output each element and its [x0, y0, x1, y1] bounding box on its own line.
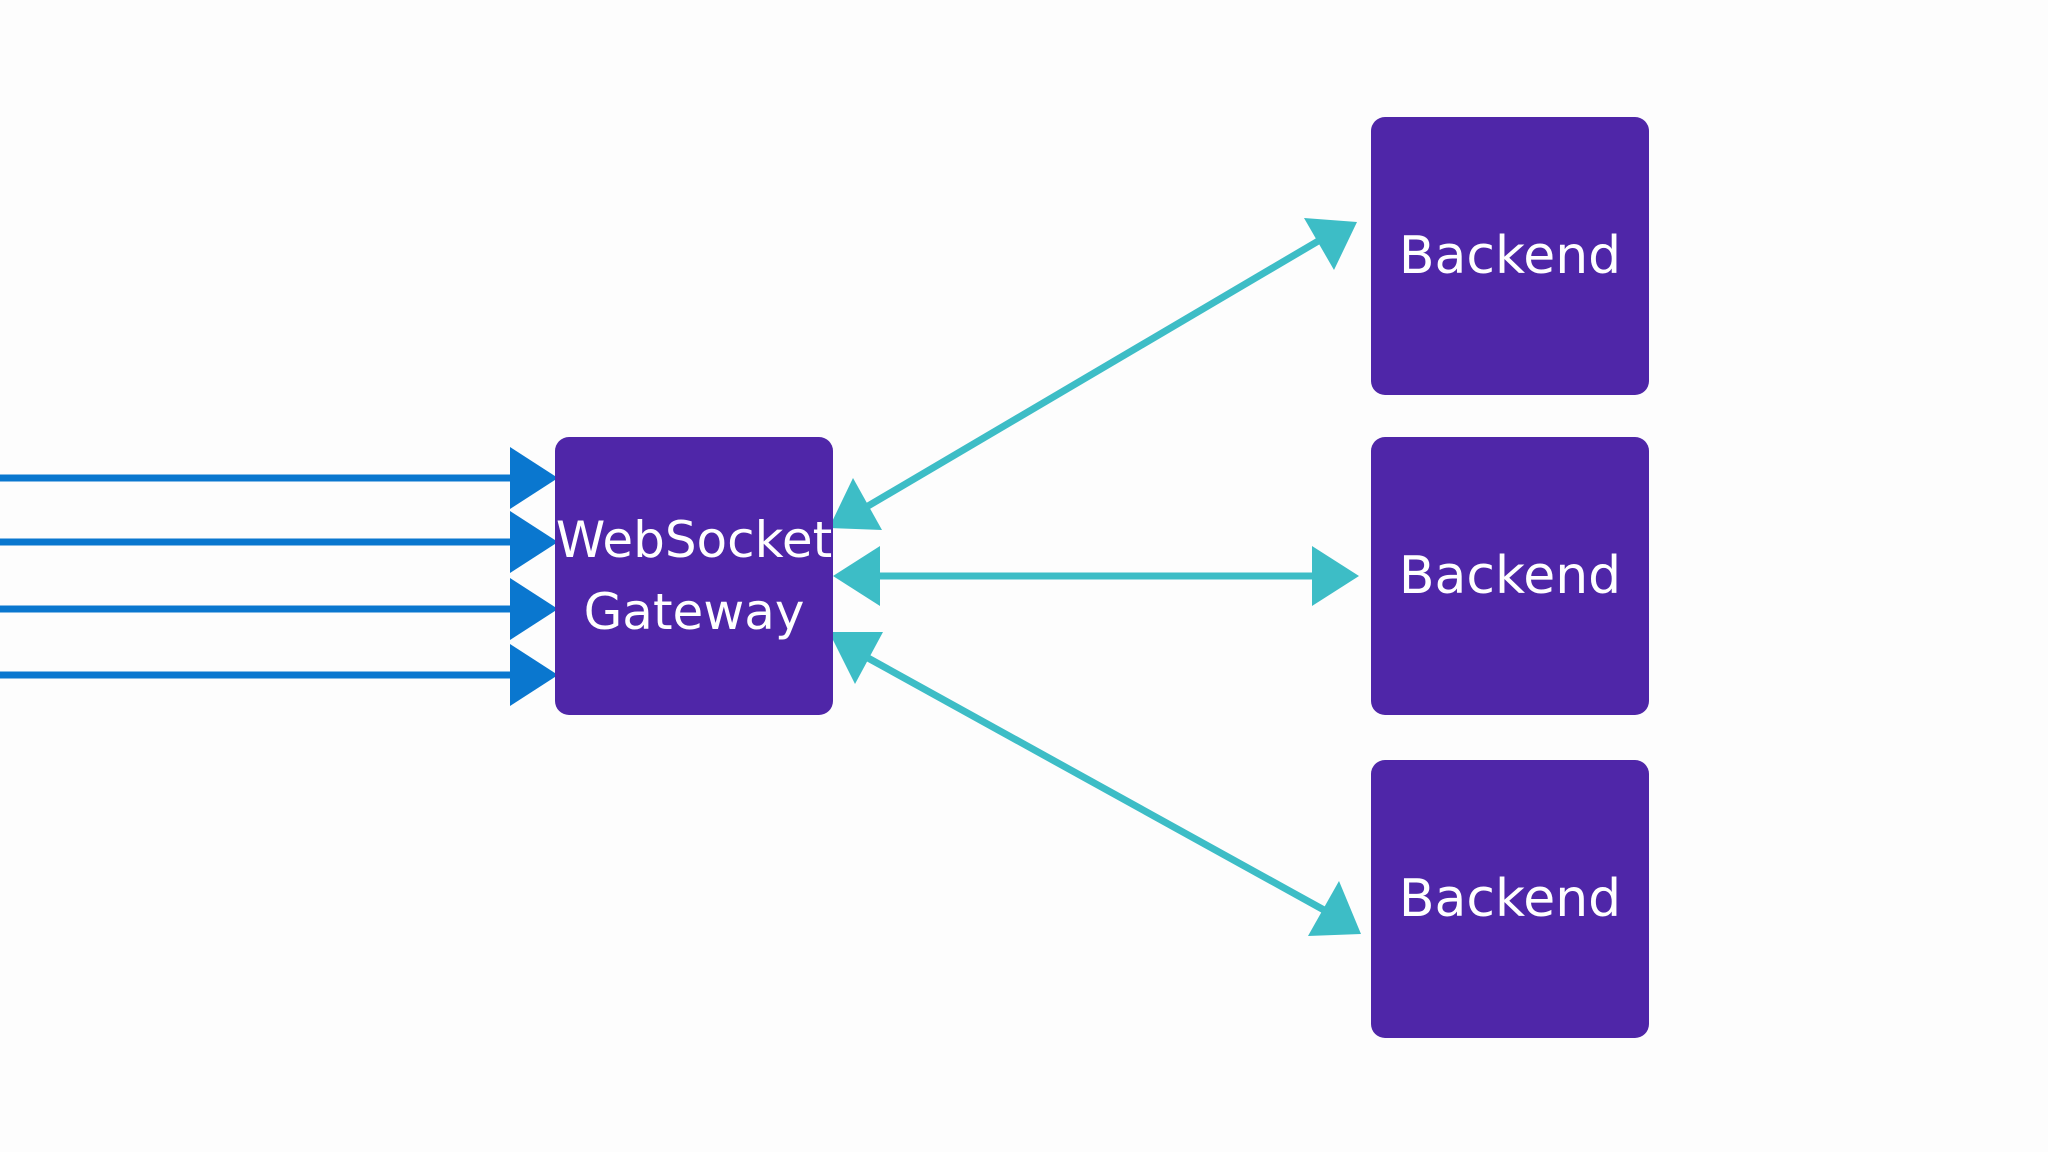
- websocket-gateway-node: WebSocket Gateway: [555, 437, 833, 715]
- backend-arrow-1-head-in: [829, 478, 882, 530]
- client-arrow-2-head: [510, 511, 558, 573]
- backend-arrow-3-line: [866, 654, 1326, 914]
- backend-label: Backend: [1398, 546, 1622, 606]
- backend-label: Backend: [1398, 869, 1622, 929]
- backend-arrow-1-head-out: [1304, 218, 1357, 270]
- gateway-label-line2: Gateway: [583, 583, 805, 641]
- client-arrow-4-head: [510, 644, 558, 706]
- backend-arrows: [829, 218, 1361, 936]
- backend-label: Backend: [1398, 226, 1622, 286]
- backend-node-1: Backend: [1371, 117, 1649, 395]
- backend-arrow-3-head-in: [829, 632, 883, 684]
- backend-arrow-1-line: [866, 236, 1322, 510]
- backend-arrow-3-head-out: [1308, 881, 1361, 936]
- backend-node-3: Backend: [1371, 760, 1649, 1038]
- backend-arrow-2-head-out: [1312, 546, 1359, 606]
- backend-node-2: Backend: [1371, 437, 1649, 715]
- client-arrow-3-head: [510, 578, 558, 640]
- client-arrow-1-head: [510, 447, 558, 509]
- client-arrows: [0, 447, 558, 706]
- gateway-label-line1: WebSocket: [555, 511, 833, 569]
- backend-arrow-2-head-in: [833, 546, 880, 606]
